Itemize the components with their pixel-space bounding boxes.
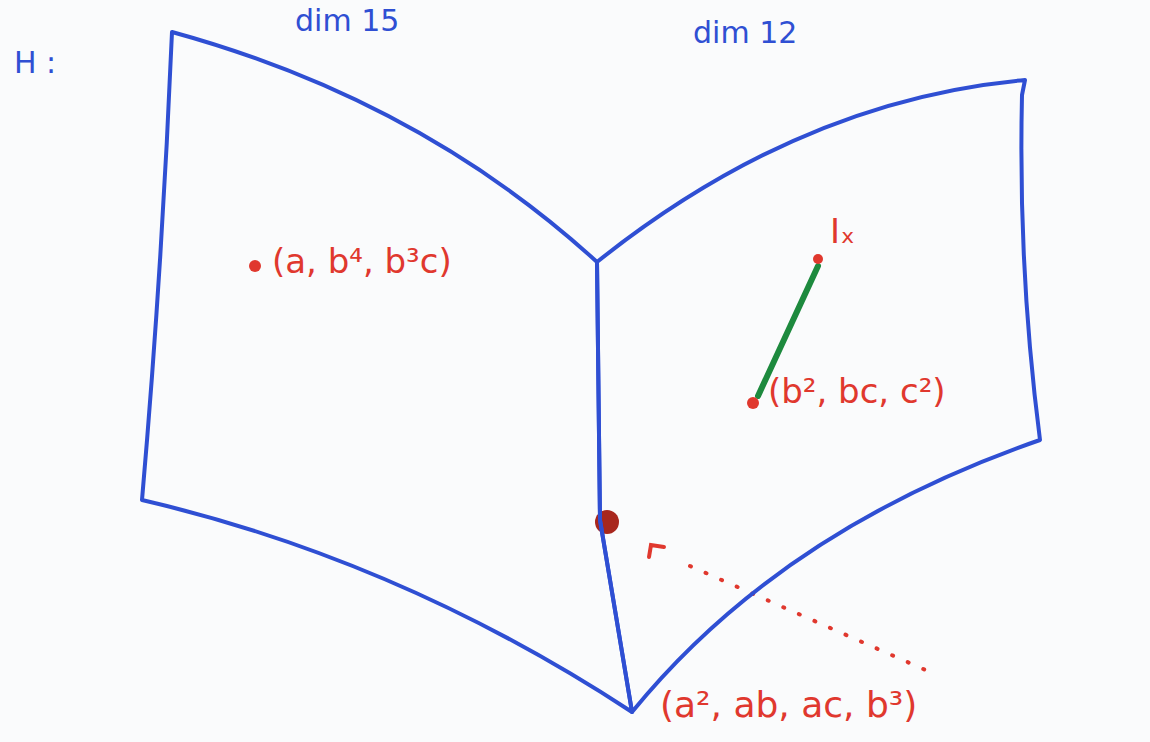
sheet-outline [140, 0, 610, 720]
sheet-border [142, 32, 632, 712]
ideal-label: (a², ab, ac, b³) [660, 684, 917, 725]
ideal-label: Iₓ [830, 212, 855, 251]
leader-line [690, 566, 930, 672]
sheet-border [597, 80, 1040, 712]
dimension-label: dim 12 [693, 16, 797, 51]
dimension-label: dim 15 [295, 4, 399, 39]
sheet-region: dim 15 (a, b⁴, b³c) [140, 0, 610, 720]
point-marker [747, 397, 759, 409]
space-label: H : [14, 46, 56, 81]
sheet-region: dim 12 Iₓ (b², bc, c²) [595, 10, 1045, 720]
sheet-outline [595, 10, 1045, 720]
point-marker [813, 254, 823, 264]
point-marker [249, 260, 261, 272]
ideal-label: (b², bc, c²) [768, 372, 946, 411]
ideal-label: (a, b⁴, b³c) [272, 242, 452, 281]
leader-mark [649, 545, 664, 557]
